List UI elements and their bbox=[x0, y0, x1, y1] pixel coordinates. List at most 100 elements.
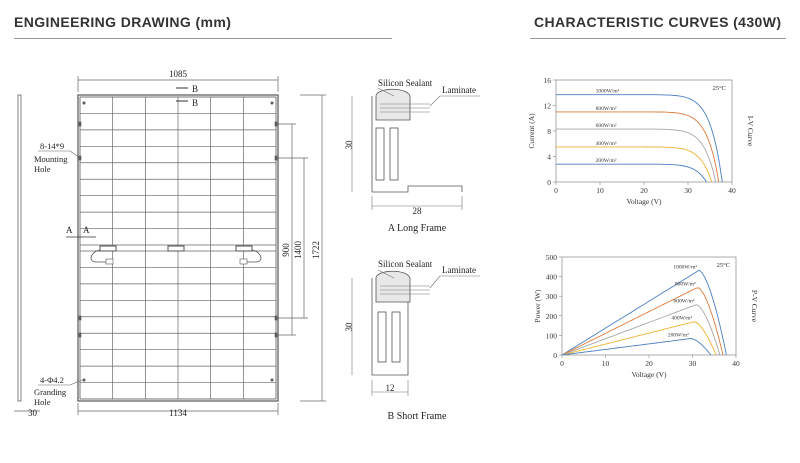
series-label: 200W/m² bbox=[596, 158, 617, 164]
dim-900: 900 bbox=[281, 243, 291, 257]
chart-title: P-V Curve bbox=[750, 290, 759, 323]
connector-right bbox=[239, 258, 248, 265]
series-line bbox=[556, 111, 720, 183]
short-frame-laminate-label: Laminate bbox=[442, 265, 476, 275]
mounting-hole-spec: 8-14*9 bbox=[40, 141, 64, 151]
long-frame-height: 30 bbox=[344, 140, 354, 150]
x-tick-label: 0 bbox=[560, 359, 564, 368]
cable-right bbox=[244, 249, 262, 263]
section-a-label-2: A bbox=[83, 225, 90, 235]
short-frame-cavity-1 bbox=[377, 311, 387, 363]
short-frame-width: 12 bbox=[386, 383, 395, 393]
x-axis-label: Voltage (V) bbox=[626, 197, 662, 206]
junction-box-left bbox=[99, 245, 117, 252]
series-line bbox=[556, 146, 713, 183]
series-line bbox=[561, 304, 721, 356]
y-axis-label: Power (W) bbox=[533, 289, 542, 323]
x-tick-label: 20 bbox=[640, 186, 648, 195]
short-frame-sealant-leader bbox=[377, 269, 395, 279]
long-frame-sealant-leader bbox=[377, 87, 395, 97]
y-tick-label: 4 bbox=[547, 153, 551, 162]
x-tick-label: 30 bbox=[684, 186, 692, 195]
short-frame-profile bbox=[371, 278, 409, 376]
panel-side-profile bbox=[17, 94, 22, 402]
y-tick-label: 200 bbox=[546, 312, 558, 321]
long-frame-sealant-label: Silicon Sealant bbox=[378, 78, 433, 88]
dim-top bbox=[77, 76, 279, 92]
grounding-hole-label-2: Hole bbox=[34, 397, 51, 407]
series-label: 800W/m² bbox=[675, 281, 696, 287]
grounding-hole-label-1: Granding bbox=[34, 387, 67, 397]
y-tick-label: 100 bbox=[546, 331, 558, 340]
mounting-hole bbox=[78, 121, 82, 127]
series-line bbox=[556, 94, 723, 183]
plot-area bbox=[561, 256, 737, 356]
y-tick-label: 12 bbox=[544, 102, 552, 111]
mounting-hole bbox=[274, 121, 278, 127]
dim-1722: 1722 bbox=[311, 241, 321, 259]
temperature-annotation: 25°C bbox=[713, 85, 726, 92]
long-frame-width: 28 bbox=[413, 206, 423, 216]
curves-header: CHARACTERISTIC CURVES (430W) bbox=[534, 14, 782, 30]
long-frame-cavity-2 bbox=[389, 127, 399, 181]
connector-left bbox=[105, 258, 114, 265]
dim-width-top: 1085 bbox=[169, 69, 188, 79]
junction-box-center bbox=[167, 245, 185, 252]
curves-header-rule bbox=[530, 38, 786, 39]
grounding-hole-spec: 4-Φ4.2 bbox=[40, 375, 64, 385]
long-frame-caption: A Long Frame bbox=[388, 223, 447, 234]
mounting-hole-label-2: Hole bbox=[34, 164, 51, 174]
y-tick-label: 0 bbox=[553, 351, 557, 360]
dim-thickness: 30 bbox=[28, 408, 38, 418]
y-tick-label: 300 bbox=[546, 292, 558, 301]
section-b-label-1: B bbox=[192, 84, 198, 94]
series-line bbox=[556, 163, 707, 183]
x-tick-label: 10 bbox=[596, 186, 604, 195]
y-tick-label: 8 bbox=[547, 127, 551, 136]
short-frame-cavity-2 bbox=[391, 311, 401, 363]
long-frame-cavity-1 bbox=[375, 127, 385, 181]
mounting-leader-2 bbox=[69, 150, 81, 159]
short-frame-sealant-area bbox=[375, 270, 411, 303]
mounting-hole bbox=[78, 315, 82, 321]
series-label: 600W/m² bbox=[596, 123, 617, 129]
mounting-hole bbox=[78, 332, 82, 338]
series-label: 400W/m² bbox=[671, 316, 692, 322]
grounding-leader-2 bbox=[69, 379, 83, 386]
long-frame-laminate-label: Laminate bbox=[442, 85, 476, 95]
x-tick-label: 0 bbox=[554, 186, 558, 195]
temperature-annotation: 25°C bbox=[717, 262, 730, 269]
drawing-header-rule bbox=[14, 38, 392, 39]
cable-left bbox=[90, 249, 108, 263]
y-tick-label: 400 bbox=[546, 273, 558, 282]
y-tick-label: 16 bbox=[544, 76, 552, 85]
series-label: 600W/m² bbox=[674, 299, 695, 305]
chart-title: I-V Curve bbox=[746, 116, 755, 147]
dim-1400: 1400 bbox=[293, 241, 303, 260]
dim-width-bottom: 1134 bbox=[169, 408, 187, 418]
short-frame-height: 30 bbox=[344, 322, 354, 332]
short-frame-caption: B Short Frame bbox=[388, 411, 447, 422]
short-frame-section bbox=[351, 269, 480, 396]
x-tick-label: 20 bbox=[645, 359, 653, 368]
section-b-label-2: B bbox=[192, 98, 198, 108]
y-axis-label: Current (A) bbox=[527, 113, 536, 149]
panel-outline bbox=[77, 94, 279, 402]
y-tick-label: 0 bbox=[547, 178, 551, 187]
panel-front-view bbox=[77, 94, 279, 402]
x-tick-label: 10 bbox=[602, 359, 610, 368]
long-frame-section bbox=[351, 87, 480, 210]
mounting-hole-label-1: Mounting bbox=[34, 154, 68, 164]
x-tick-label: 40 bbox=[728, 186, 736, 195]
short-frame-sealant-label: Silicon Sealant bbox=[378, 259, 433, 269]
long-frame-sealant-area bbox=[375, 88, 411, 121]
series-label: 800W/m² bbox=[596, 106, 617, 112]
dim-bottom bbox=[77, 403, 279, 415]
series-line bbox=[561, 338, 712, 356]
grounding-hole bbox=[270, 378, 274, 382]
series-line bbox=[561, 269, 727, 356]
series-line bbox=[561, 287, 724, 356]
long-frame-laminate-lines bbox=[380, 103, 430, 113]
